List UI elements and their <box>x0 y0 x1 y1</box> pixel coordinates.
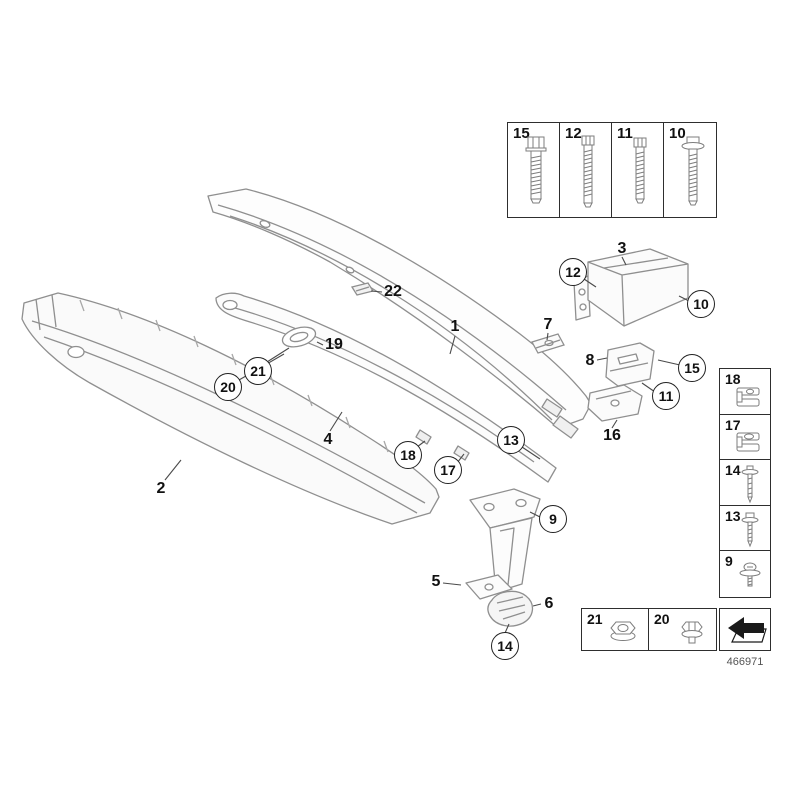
fastener-label: 15 <box>513 125 530 142</box>
part-2-impact-absorber <box>21 292 440 525</box>
fastener-label: 20 <box>654 611 670 627</box>
clip-nut-icon <box>736 387 759 407</box>
pan-screw-washer-icon <box>739 562 761 587</box>
fastener-label: 18 <box>725 371 741 387</box>
diagram-number: 466971 <box>726 656 764 668</box>
direction-arrow-box <box>719 608 771 651</box>
fastener-cell-20: 20 <box>649 609 716 650</box>
part-22-pad <box>350 282 375 296</box>
hex-bolt-icon <box>525 136 547 204</box>
flange-bolt-icon <box>681 136 705 206</box>
fastener-cell-9: 9 <box>720 551 770 598</box>
fastener-cell-21: 21 <box>582 609 649 650</box>
long-hex-bolt-icon <box>581 135 595 208</box>
fastener-label: 10 <box>669 125 686 142</box>
fastener-table-top: 15 12 11 <box>507 122 717 218</box>
fastener-table-right: 18 17 14 13 <box>719 368 771 598</box>
fastener-cell-11: 11 <box>612 123 664 217</box>
part-8-bracket <box>605 342 655 387</box>
expansion-rivet-icon <box>741 465 759 504</box>
fastener-cell-13: 13 <box>720 505 770 552</box>
flange-nut-icon <box>610 621 636 642</box>
fastener-label: 17 <box>725 416 741 433</box>
fastener-label: 13 <box>725 507 741 524</box>
screw-washer-icon <box>741 512 759 548</box>
direction-arrow-icon <box>728 616 767 643</box>
part-19-cover <box>281 326 317 348</box>
fastener-cell-14: 14 <box>720 460 770 506</box>
fastener-table-bottom: 21 20 <box>581 608 717 651</box>
fastener-label: 14 <box>725 462 741 479</box>
fastener-label: 12 <box>565 125 582 142</box>
clip-nut-icon <box>736 432 759 452</box>
leader-lines <box>164 256 690 634</box>
fastener-cell-15: 15 <box>508 123 560 217</box>
fastener-label: 11 <box>617 125 633 142</box>
hex-flange-screw-icon <box>680 621 703 644</box>
part-3-crash-box <box>573 248 689 327</box>
part-7-shim <box>531 333 565 354</box>
part-6-ribbed-pad <box>487 590 534 627</box>
part-4-lower-support <box>215 292 557 483</box>
fastener-cell-10: 10 <box>664 123 716 217</box>
fastener-cell-17: 17 <box>720 414 770 461</box>
part-5-mounting-bracket <box>465 488 541 600</box>
fastener-label: 21 <box>587 611 603 627</box>
part-16-support-arm <box>587 384 643 422</box>
fastener-cell-18: 18 <box>720 369 770 415</box>
part-1-carrier-bar <box>207 188 592 439</box>
hex-bolt-long-icon <box>633 137 647 204</box>
fastener-label: 9 <box>725 553 733 570</box>
fastener-cell-12: 12 <box>560 123 612 217</box>
